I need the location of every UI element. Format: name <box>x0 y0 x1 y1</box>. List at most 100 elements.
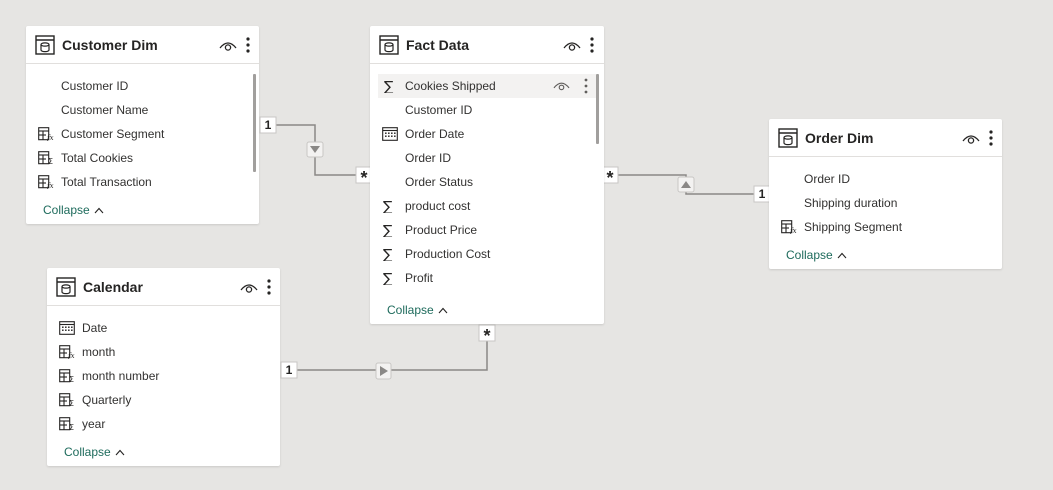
field-label: Customer Segment <box>61 127 165 141</box>
table-header[interactable]: Order Dim <box>769 119 1002 157</box>
filter-direction-down-icon <box>306 141 324 158</box>
field-label: Total Cookies <box>61 151 134 165</box>
svg-text:fx: fx <box>46 134 54 141</box>
chevron-up-icon <box>94 207 104 213</box>
field-row[interactable]: Order ID <box>370 146 595 170</box>
field-row[interactable]: Shipping duration <box>769 191 994 215</box>
table-header[interactable]: Fact Data <box>370 26 604 64</box>
visibility-eye-icon[interactable] <box>553 80 570 92</box>
field-row[interactable]: ∑ Product Price <box>370 218 595 242</box>
visibility-eye-icon[interactable] <box>219 40 237 52</box>
relationship-order-fact-line <box>618 174 755 195</box>
field-row[interactable]: Σ Quarterly <box>47 388 272 412</box>
filter-direction-up-icon <box>677 176 695 193</box>
field-row[interactable]: Σ month number <box>47 364 272 388</box>
field-label: Production Cost <box>405 247 491 261</box>
filter-direction-right-icon <box>375 362 392 380</box>
measure-table-icon: Σ <box>59 369 74 383</box>
field-row[interactable]: Customer Name <box>26 98 251 122</box>
svg-text:fx: fx <box>46 182 54 189</box>
field-label: Date <box>82 321 108 335</box>
table-title: Order Dim <box>805 130 874 146</box>
cardinality-one-customer: 1 <box>259 116 277 134</box>
field-label: Quarterly <box>82 393 132 407</box>
more-options-icon[interactable] <box>584 78 588 94</box>
more-options-icon[interactable] <box>267 279 271 295</box>
field-row[interactable]: fx Customer Segment <box>26 122 251 146</box>
table-title: Calendar <box>83 279 143 295</box>
field-row[interactable]: Σ year <box>47 412 272 436</box>
table-title: Fact Data <box>406 37 470 53</box>
visibility-eye-icon[interactable] <box>240 282 258 294</box>
svg-text:*: * <box>606 168 613 188</box>
table-icon <box>35 35 55 55</box>
svg-text:Σ: Σ <box>69 399 74 407</box>
collapse-button[interactable]: Collapse <box>64 445 125 459</box>
relationship-calendar-fact-line <box>297 341 488 371</box>
sigma-icon: ∑ <box>383 199 393 213</box>
sigma-icon: ∑ <box>383 247 393 261</box>
more-options-icon[interactable] <box>989 130 993 146</box>
field-row[interactable]: Order Date <box>370 122 595 146</box>
table-card-customer-dim[interactable]: Customer Dim Customer ID Customer Name <box>26 26 259 224</box>
svg-text:*: * <box>360 168 367 188</box>
field-row[interactable]: Σ Total Cookies <box>26 146 251 170</box>
field-row[interactable]: Customer ID <box>370 98 595 122</box>
svg-text:∑: ∑ <box>383 271 393 285</box>
field-row[interactable]: Customer ID <box>26 74 251 98</box>
collapse-button[interactable]: Collapse <box>43 203 104 217</box>
field-row[interactable]: ∑ Cookies Shipped <box>378 74 596 98</box>
field-row[interactable]: fx month <box>47 340 272 364</box>
svg-text:∑: ∑ <box>383 223 393 237</box>
field-label: Cookies Shipped <box>405 79 496 93</box>
collapse-button[interactable]: Collapse <box>387 303 448 317</box>
svg-text:fx: fx <box>789 227 797 234</box>
table-card-fact-data[interactable]: Fact Data ∑ Cookies Shipped <box>370 26 604 324</box>
field-label: month number <box>82 369 160 383</box>
collapse-label: Collapse <box>43 203 90 217</box>
more-options-icon[interactable] <box>590 37 594 53</box>
table-card-order-dim[interactable]: Order Dim Order ID Shipping duration <box>769 119 1002 269</box>
field-row[interactable]: Order Status <box>370 170 595 194</box>
collapse-label: Collapse <box>786 248 833 262</box>
scrollbar[interactable] <box>596 74 599 144</box>
svg-text:Σ: Σ <box>48 157 53 165</box>
chevron-up-icon <box>115 449 125 455</box>
table-header[interactable]: Calendar <box>47 268 280 306</box>
field-row[interactable]: Order ID <box>769 167 994 191</box>
table-title: Customer Dim <box>62 37 158 53</box>
visibility-eye-icon[interactable] <box>563 40 581 52</box>
collapse-button[interactable]: Collapse <box>786 248 847 262</box>
field-row[interactable]: Date <box>47 316 272 340</box>
sigma-icon: ∑ <box>384 79 394 93</box>
table-header[interactable]: Customer Dim <box>26 26 259 64</box>
calculated-column-icon: fx <box>59 345 75 359</box>
field-label: Order Date <box>405 127 465 141</box>
svg-text:fx: fx <box>67 352 75 359</box>
more-options-icon[interactable] <box>246 37 250 53</box>
calculated-column-icon: fx <box>38 175 54 189</box>
visibility-eye-icon[interactable] <box>962 133 980 145</box>
field-label: Customer ID <box>405 103 473 117</box>
field-row[interactable]: ∑ Profit <box>370 266 595 290</box>
calendar-icon <box>59 321 75 335</box>
svg-text:∑: ∑ <box>383 199 393 213</box>
calculated-column-icon: fx <box>38 127 54 141</box>
field-label: Product Price <box>405 223 478 237</box>
chevron-up-icon <box>837 252 847 258</box>
field-row[interactable]: fx Total Transaction <box>26 170 251 194</box>
field-row[interactable]: ∑ Production Cost <box>370 242 595 266</box>
measure-table-icon: Σ <box>59 417 74 431</box>
field-row[interactable]: ∑ product cost <box>370 194 595 218</box>
svg-text:Σ: Σ <box>69 375 74 383</box>
svg-text:∑: ∑ <box>383 247 393 261</box>
table-icon <box>56 277 76 297</box>
field-row[interactable]: fx Shipping Segment <box>769 215 994 239</box>
collapse-label: Collapse <box>64 445 111 459</box>
field-label: year <box>82 417 106 431</box>
scrollbar[interactable] <box>253 74 256 172</box>
table-card-calendar[interactable]: Calendar Date <box>47 268 280 466</box>
field-label: Order ID <box>405 151 452 165</box>
sigma-icon: ∑ <box>383 271 393 285</box>
